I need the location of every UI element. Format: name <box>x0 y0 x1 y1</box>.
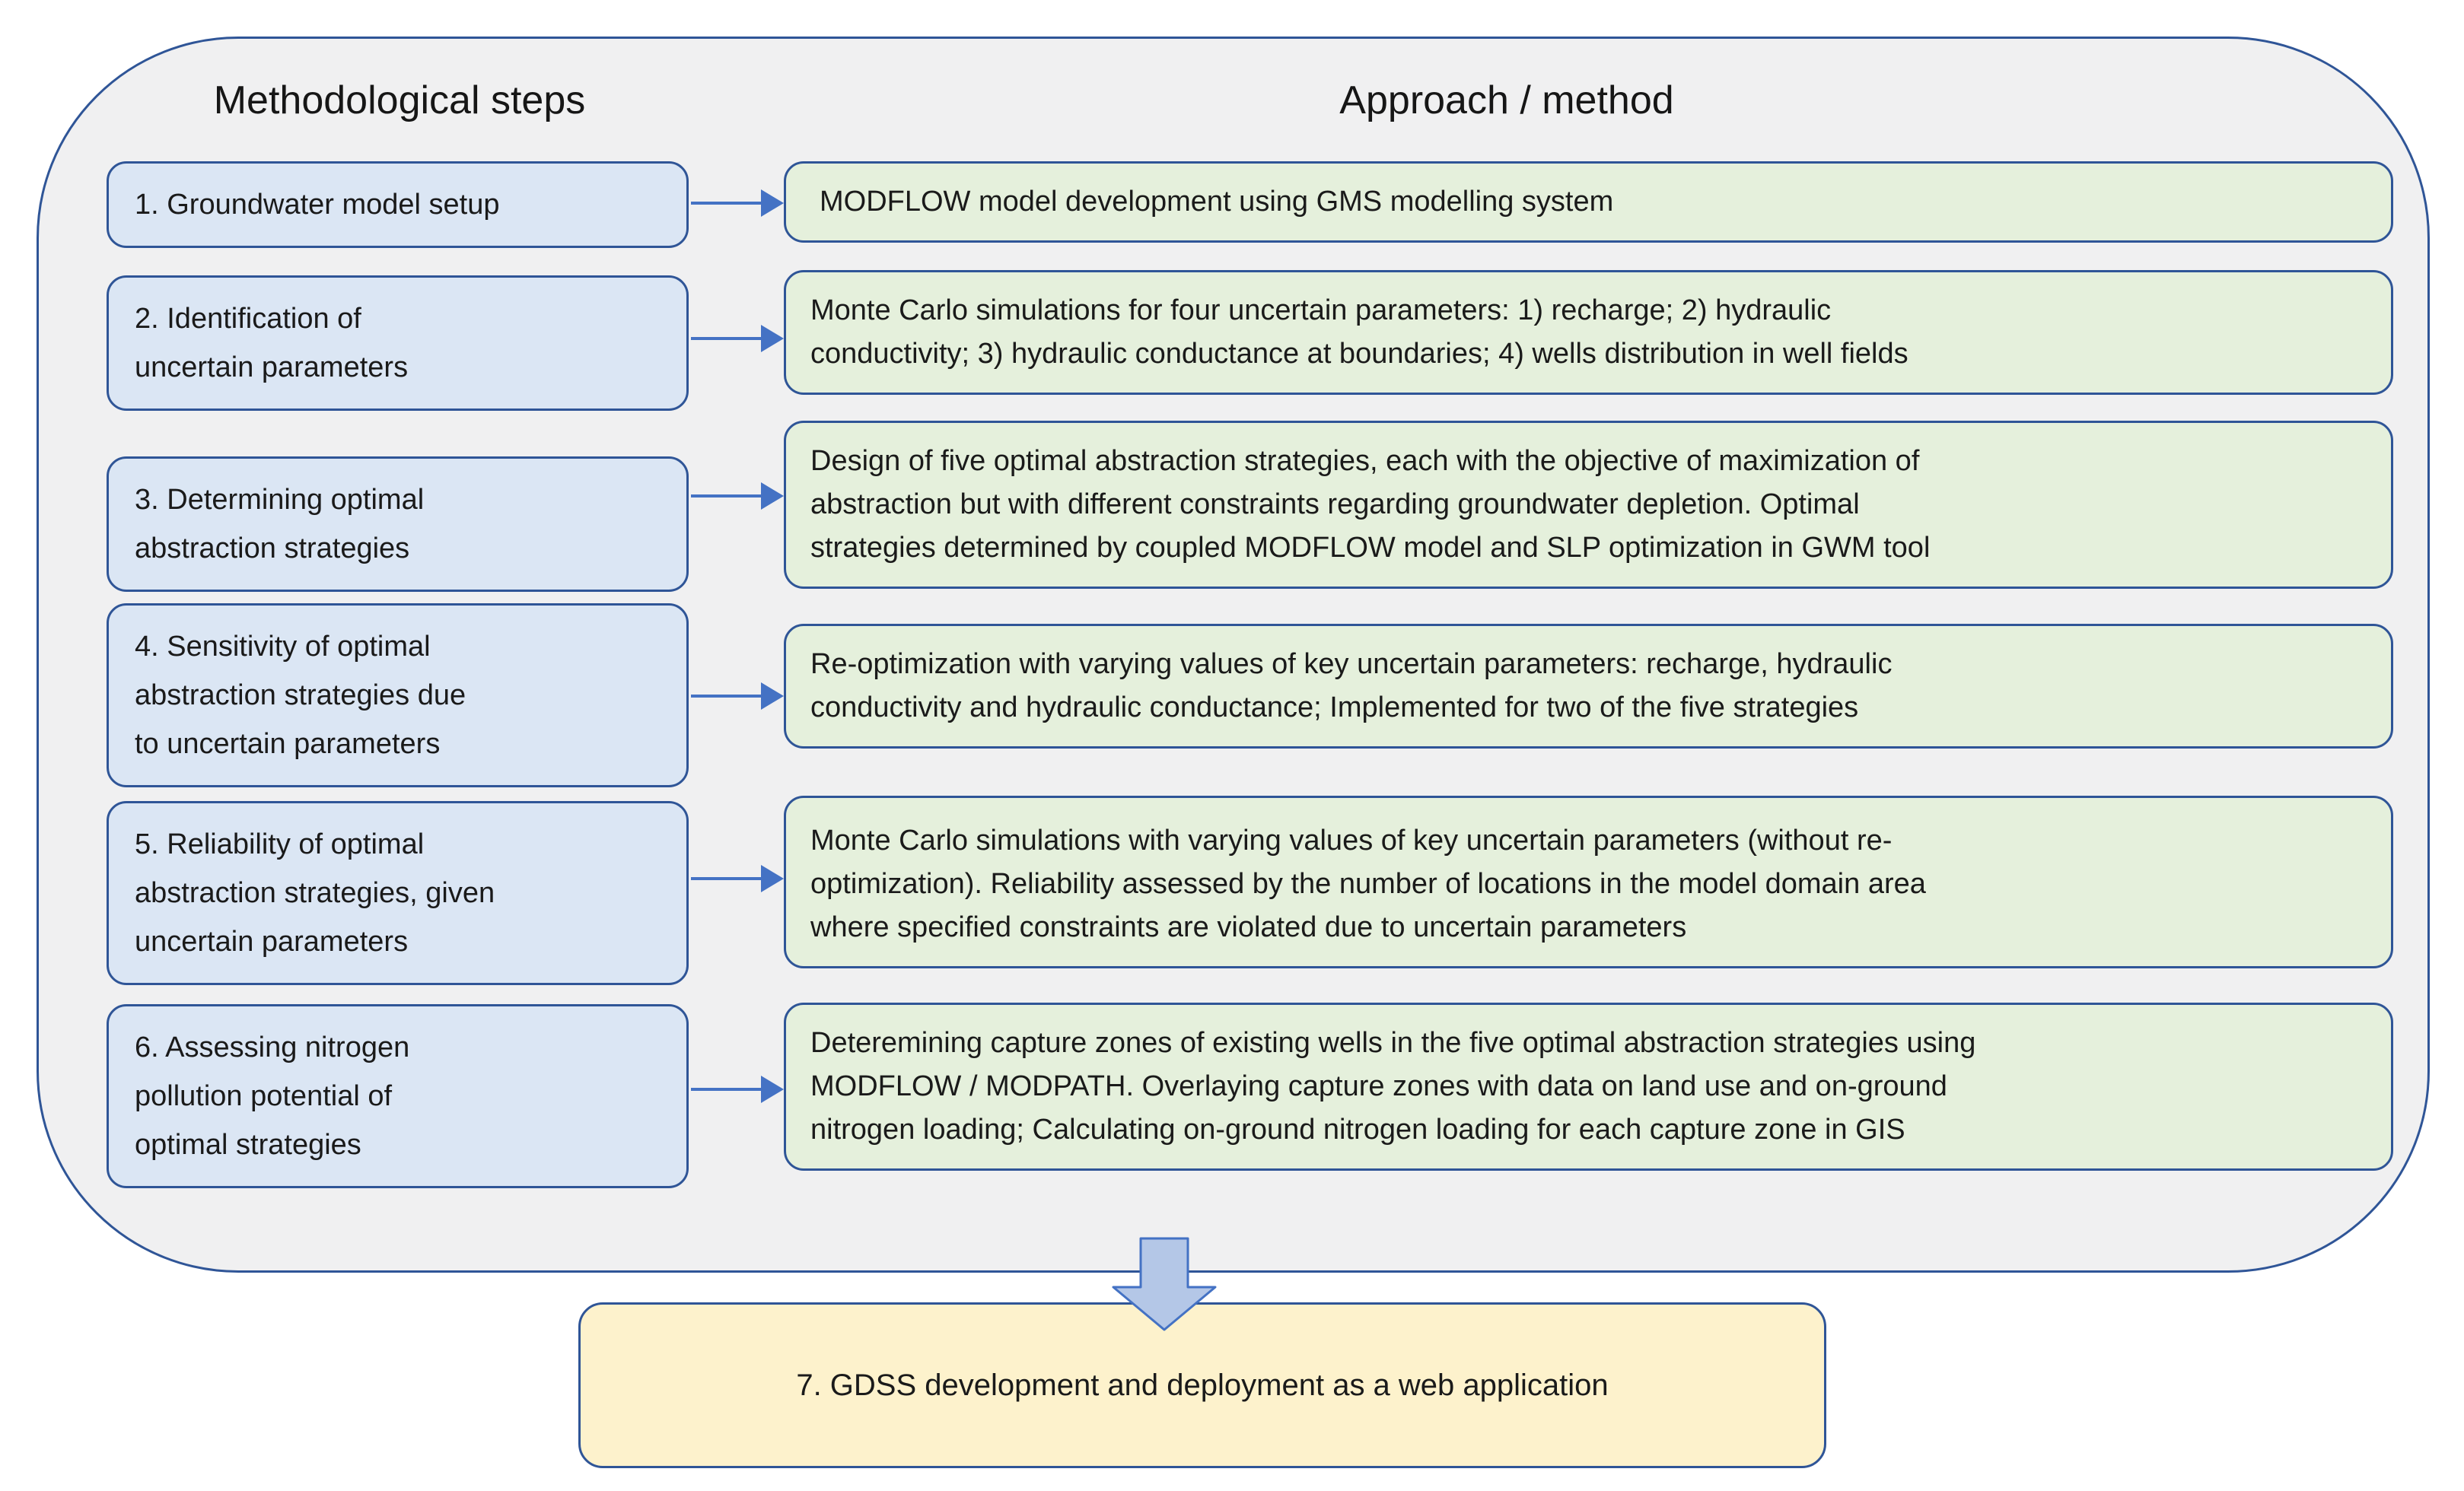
method-box-2: Monte Carlo simulations for four uncerta… <box>784 270 2393 395</box>
connector-arrow-3 <box>691 482 784 510</box>
arrow-line <box>691 202 764 205</box>
step-box-5: 5. Reliability of optimal abstraction st… <box>107 801 689 985</box>
step-box-1: 1. Groundwater model setup <box>107 161 689 248</box>
arrow-line <box>691 877 764 880</box>
step-box-4: 4. Sensitivity of optimal abstraction st… <box>107 603 689 787</box>
column-header-steps: Methodological steps <box>213 78 586 122</box>
step-box-6: 6. Assessing nitrogen pollution potentia… <box>107 1004 689 1188</box>
connector-arrow-2 <box>691 325 784 352</box>
method-box-4: Re-optimization with varying values of k… <box>784 624 2393 749</box>
arrow-head-icon <box>761 482 784 510</box>
connector-arrow-5 <box>691 865 784 892</box>
method-box-5: Monte Carlo simulations with varying val… <box>784 796 2393 968</box>
connector-arrow-1 <box>691 189 784 217</box>
arrow-head-icon <box>761 865 784 892</box>
arrow-head-icon <box>761 189 784 217</box>
arrow-line <box>691 1088 764 1091</box>
arrow-head-icon <box>761 682 784 710</box>
method-box-6: Deteremining capture zones of existing w… <box>784 1003 2393 1171</box>
step-box-3: 3. Determining optimal abstraction strat… <box>107 456 689 592</box>
block-down-arrow-icon <box>1112 1237 1217 1331</box>
arrow-line <box>691 494 764 498</box>
arrow-line <box>691 337 764 340</box>
arrow-head-icon <box>761 1076 784 1103</box>
connector-arrow-4 <box>691 682 784 710</box>
step-box-2: 2. Identification of uncertain parameter… <box>107 275 689 411</box>
column-header-approach: Approach / method <box>1339 78 1674 122</box>
connector-arrow-6 <box>691 1076 784 1103</box>
method-box-1: MODFLOW model development using GMS mode… <box>784 161 2393 243</box>
method-box-3: Design of five optimal abstraction strat… <box>784 421 2393 589</box>
arrow-line <box>691 695 764 698</box>
arrow-head-icon <box>761 325 784 352</box>
final-step-box: 7. GDSS development and deployment as a … <box>578 1302 1826 1468</box>
